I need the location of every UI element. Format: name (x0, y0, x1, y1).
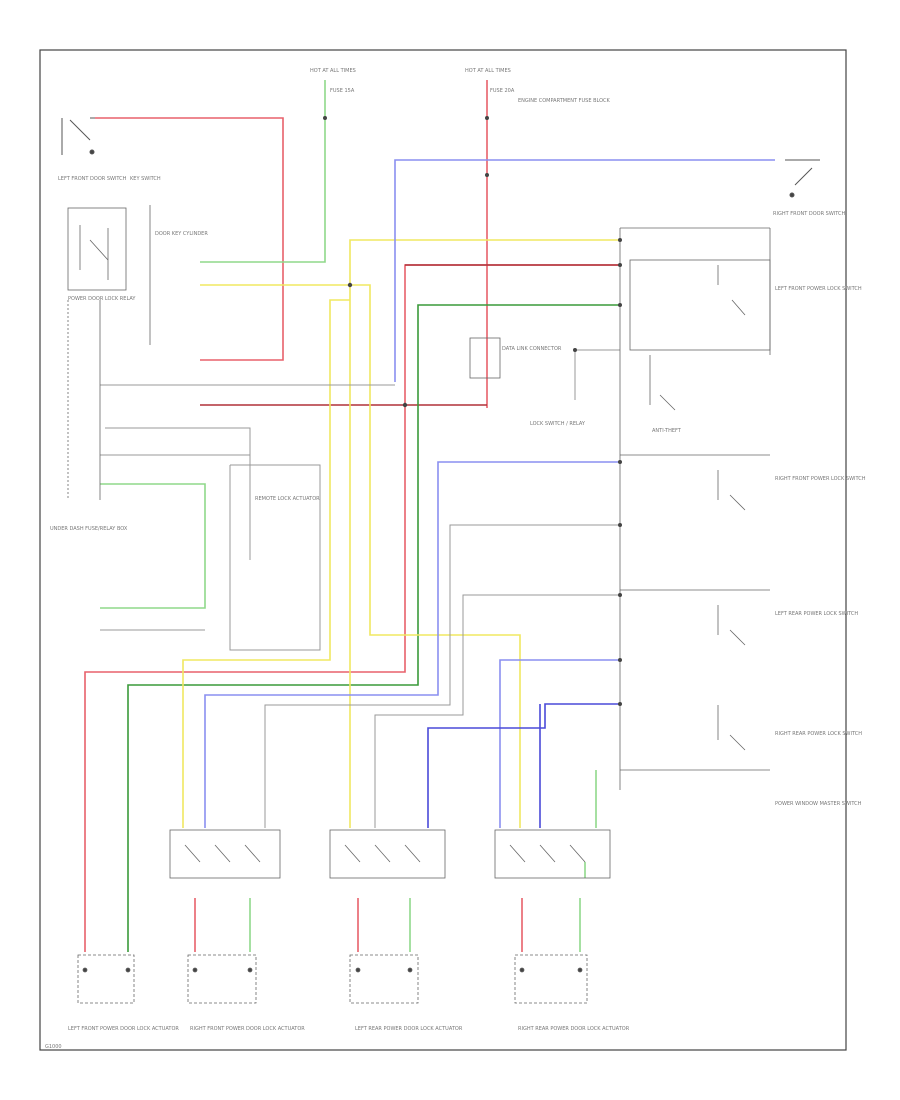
label-lf-lock-switch: LEFT FRONT POWER LOCK SWITCH (775, 286, 862, 292)
label-fuse-top-left-sub: FUSE 15A (330, 88, 355, 94)
label-rf-door-switch: RIGHT FRONT DOOR SWITCH (773, 211, 846, 217)
label-under-dash: UNDER DASH FUSE/RELAY BOX (50, 526, 128, 532)
label-rr-actuator: RIGHT REAR POWER DOOR LOCK ACTUATOR (518, 1026, 630, 1032)
lf-lock-switch (169, 829, 281, 879)
label-lr-actuator: LEFT REAR POWER DOOR LOCK ACTUATOR (355, 1026, 463, 1032)
wire-red-lower (194, 898, 523, 952)
label-fuse-top-right: HOT AT ALL TIMES (465, 68, 511, 74)
label-rf-lock-switch: RIGHT FRONT POWER LOCK SWITCH (775, 476, 866, 482)
splice-dots (323, 116, 622, 706)
label-key-switch: KEY SWITCH (130, 176, 161, 182)
left-front-door-switch (61, 117, 95, 155)
data-link-connector (469, 337, 501, 379)
label-rr-lock-switch: RIGHT REAR POWER LOCK SWITCH (775, 731, 862, 737)
lf-actuator (77, 954, 135, 1004)
rr-actuator (514, 954, 588, 1004)
diagram-border (39, 49, 847, 1051)
label-data-link: DATA LINK CONNECTOR (502, 346, 562, 352)
label-remote-lock: REMOTE LOCK ACTUATOR (255, 496, 320, 502)
wire-darkgreen (127, 304, 620, 952)
label-fuse-top-right-note: ENGINE COMPARTMENT FUSE BLOCK (518, 98, 611, 104)
right-front-door-switch (785, 159, 820, 198)
power-window-master-switch (619, 227, 771, 790)
label-key-switch-sub: DOOR KEY CYLINDER (155, 231, 208, 237)
label-anti-theft: ANTI-THEFT (652, 428, 682, 434)
rr-lock-switch (494, 829, 611, 879)
wire-blue (204, 159, 775, 828)
label-fuse-top-left: HOT AT ALL TIMES (310, 68, 356, 74)
power-lock-relay-box (67, 205, 151, 500)
label-lf-actuator: LEFT FRONT POWER DOOR LOCK ACTUATOR (68, 1026, 179, 1032)
rf-actuator (187, 954, 257, 1004)
label-power-window: POWER WINDOW MASTER SWITCH (775, 801, 862, 807)
wire-darkred (200, 264, 620, 406)
label-footer: G1000 (45, 1044, 62, 1050)
label-power-lock-relay: POWER DOOR LOCK RELAY (68, 296, 136, 302)
lr-lock-switch (329, 829, 446, 879)
label-lr-lock-switch: LEFT REAR POWER LOCK SWITCH (775, 611, 858, 617)
wire-green (100, 80, 597, 952)
label-lf-door-switch: LEFT FRONT DOOR SWITCH (58, 176, 127, 182)
label-rf-actuator: RIGHT FRONT POWER DOOR LOCK ACTUATOR (190, 1026, 305, 1032)
wire-yellow (182, 239, 620, 828)
wire-grey (100, 349, 620, 828)
label-fuse-top-right-sub: FUSE 20A (490, 88, 515, 94)
lr-actuator (349, 954, 419, 1004)
wire-darkblue (427, 703, 620, 828)
label-lock-sw-relay: LOCK SWITCH / RELAY (530, 421, 586, 427)
